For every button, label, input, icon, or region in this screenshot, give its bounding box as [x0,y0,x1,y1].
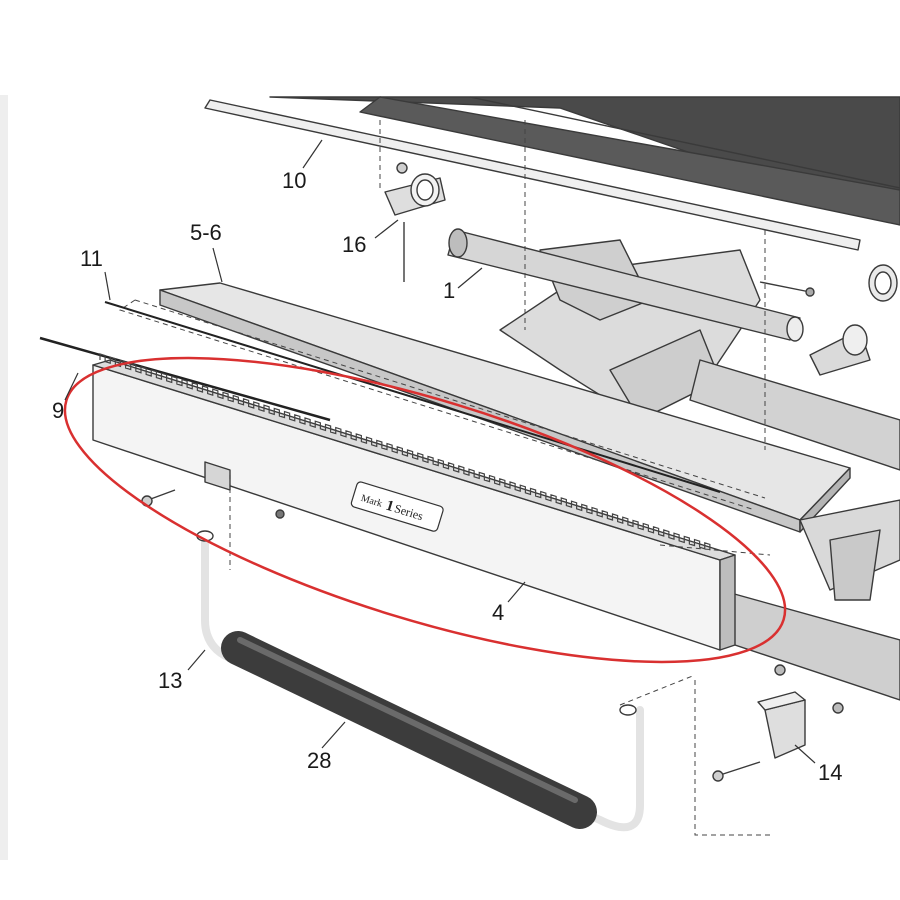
brand-label: Mark 1 Series [350,481,444,532]
part-14-bracket [712,664,844,782]
left-margin-strip [0,95,8,860]
callout-4: 4 [492,600,504,625]
part-11-rod [104,301,721,493]
callout-13: 13 [158,668,182,693]
part-28-grip [221,631,597,829]
callouts: 10 16 5-6 11 1 9 4 13 28 14 [52,168,842,785]
callout-28: 28 [307,748,331,773]
part-13-handle [196,530,644,832]
top-cover-assembly [204,96,900,251]
callout-10: 10 [282,168,306,193]
callout-11: 11 [80,246,103,271]
callout-9: 9 [52,398,64,423]
right-clamps [809,264,898,376]
callout-16: 16 [342,232,366,257]
brand-one-text: 1 [384,498,396,515]
leader-lines [64,139,816,764]
callout-5-6: 5-6 [190,220,222,245]
part-9-strip [39,336,331,422]
lower-frame [719,499,900,701]
rail-teeth [99,353,711,551]
part-4-front-rail: Mark 1 Series [92,353,736,651]
callout-14: 14 [818,760,842,785]
part-28-grip-highlight [237,637,578,803]
part-1-tube-assembly [447,228,900,471]
callout-1: 1 [443,278,455,303]
part-16-clamp [384,162,446,282]
highlight-ellipse [63,356,787,664]
